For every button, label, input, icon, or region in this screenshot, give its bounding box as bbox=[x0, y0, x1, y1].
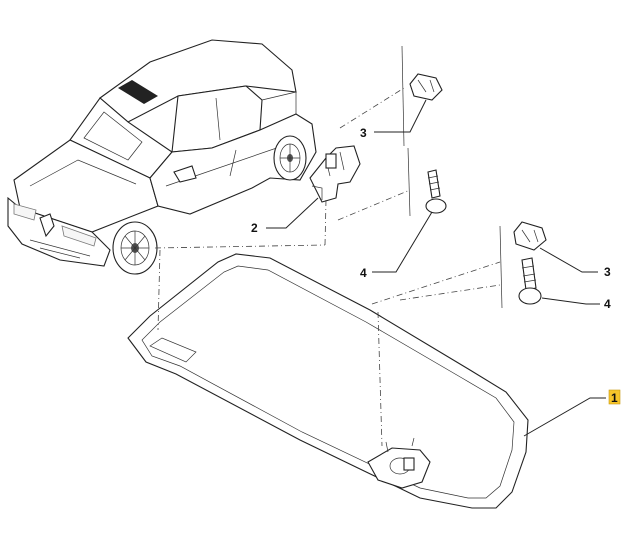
callout-2: 2 bbox=[251, 221, 258, 235]
callout-3-lower: 3 bbox=[604, 265, 611, 279]
callout-1: 1 bbox=[611, 391, 618, 405]
construction-lines bbox=[154, 45, 503, 447]
mounting-screw bbox=[425, 169, 542, 305]
sun-visor bbox=[127, 253, 529, 509]
callout-labels: 1 2 3 3 4 4 bbox=[251, 126, 621, 405]
callout-4-lower: 4 bbox=[604, 297, 611, 311]
car-illustration bbox=[7, 39, 317, 275]
visor-bracket bbox=[309, 145, 361, 203]
callout-3-upper: 3 bbox=[360, 126, 367, 140]
callout-1-highlight bbox=[608, 389, 621, 405]
retaining-clip bbox=[409, 73, 547, 251]
leader-lines bbox=[266, 99, 606, 437]
callout-4-upper: 4 bbox=[360, 266, 367, 280]
